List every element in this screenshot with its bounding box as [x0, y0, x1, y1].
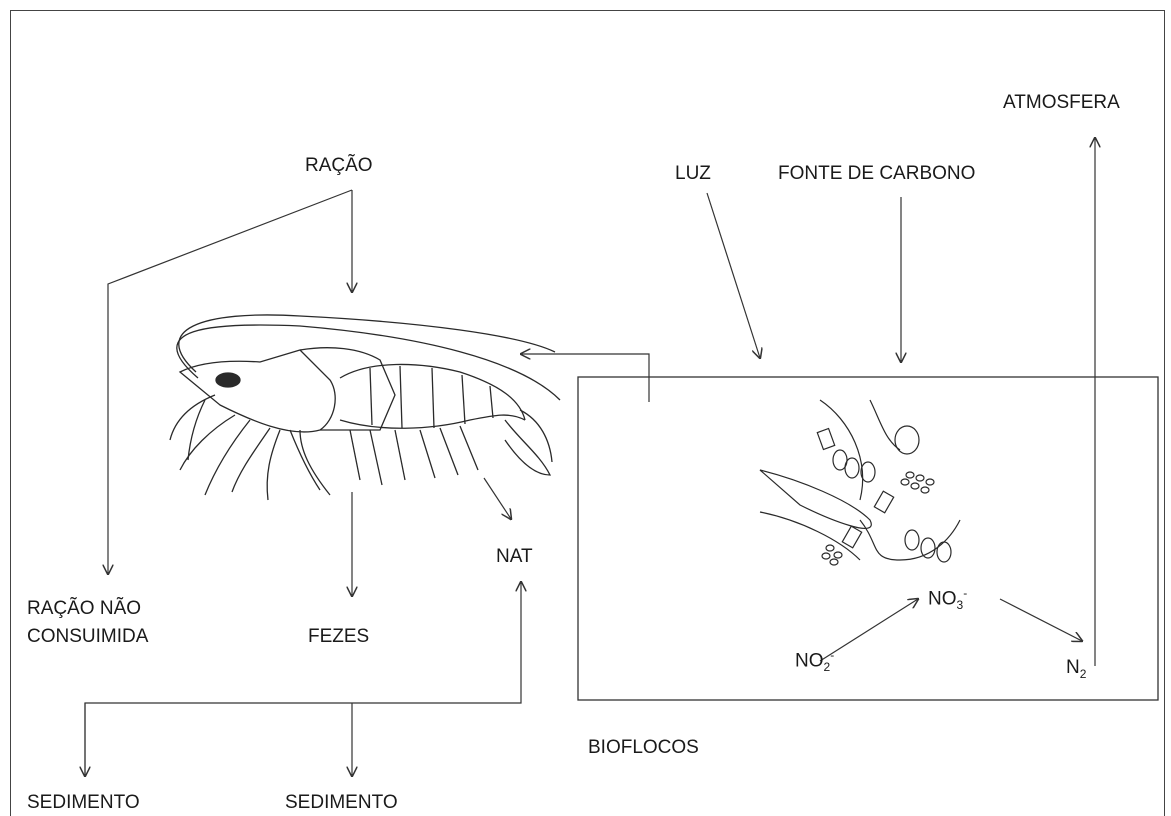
label-racao: RAÇÃO [305, 153, 373, 178]
label-atmosfera: ATMOSFERA [1003, 90, 1120, 115]
label-no2: NO2- [795, 648, 834, 676]
arrow-no3-to-n2 [1000, 599, 1082, 641]
label-fezes: FEZES [308, 624, 369, 649]
label-n2: N2 [1066, 655, 1086, 683]
label-racao-nao-consumida-line1: RAÇÃO NÃO [27, 596, 141, 621]
label-no3: NO3- [928, 586, 967, 614]
arrow-luz [707, 193, 760, 358]
label-fonte-carbono: FONTE DE CARBONO [778, 161, 975, 186]
label-sedimento-left: SEDIMENTO [27, 790, 140, 815]
label-nat: NAT [496, 544, 533, 569]
arrow-sediment-to-nat [85, 582, 521, 776]
bioflocos-box [578, 377, 1158, 700]
shrimp-illustration [170, 315, 560, 500]
arrow-bioflocos-to-shrimp [521, 354, 649, 402]
label-luz: LUZ [675, 161, 711, 186]
label-bioflocos: BIOFLOCOS [588, 735, 699, 760]
arrow-no2-to-no3 [820, 599, 918, 661]
label-racao-nao-consumida-line2: CONSUIMIDA [27, 624, 148, 649]
biofloc-particles [760, 400, 960, 565]
label-sedimento-mid: SEDIMENTO [285, 790, 398, 815]
arrow-to-nat [484, 478, 511, 519]
